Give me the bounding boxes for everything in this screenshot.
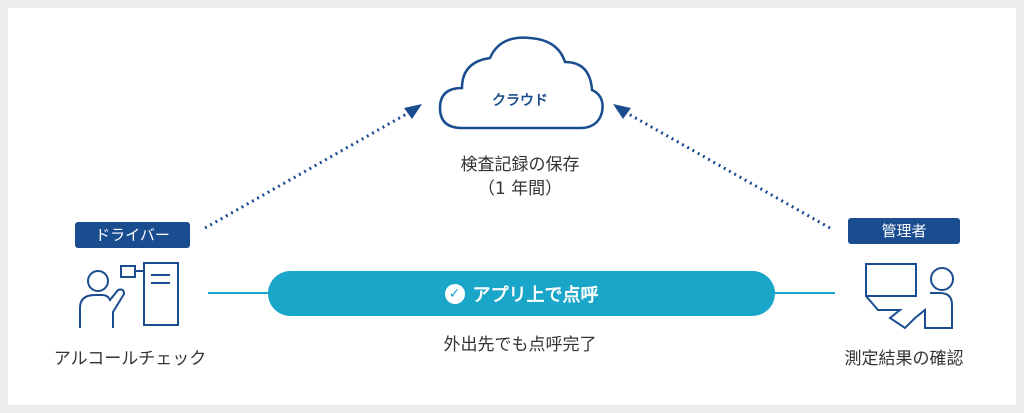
driver-badge: ドライバー [75,222,190,248]
driver-icon [79,262,179,328]
driver-caption: アルコールチェック [53,349,207,369]
cloud-icon [438,36,604,130]
cloud-caption: 検査記録の保存 [460,155,580,175]
manager-caption: 測定結果の確認 [844,349,964,369]
app-rollcall-pill: ✓ アプリ上で点呼 [268,271,775,316]
manager-badge: 管理者 [848,218,960,244]
pill-label: アプリ上で点呼 [472,284,599,306]
manager-icon [865,263,954,330]
check-circle-icon: ✓ [444,283,465,304]
cloud-label: クラウド [492,93,548,109]
arrow-driver-to-cloud [204,104,422,230]
center-caption: 外出先でも点呼完了 [443,335,597,355]
cloud-caption-sub: （1 年間） [477,179,563,199]
arrow-manager-to-cloud [613,104,831,230]
